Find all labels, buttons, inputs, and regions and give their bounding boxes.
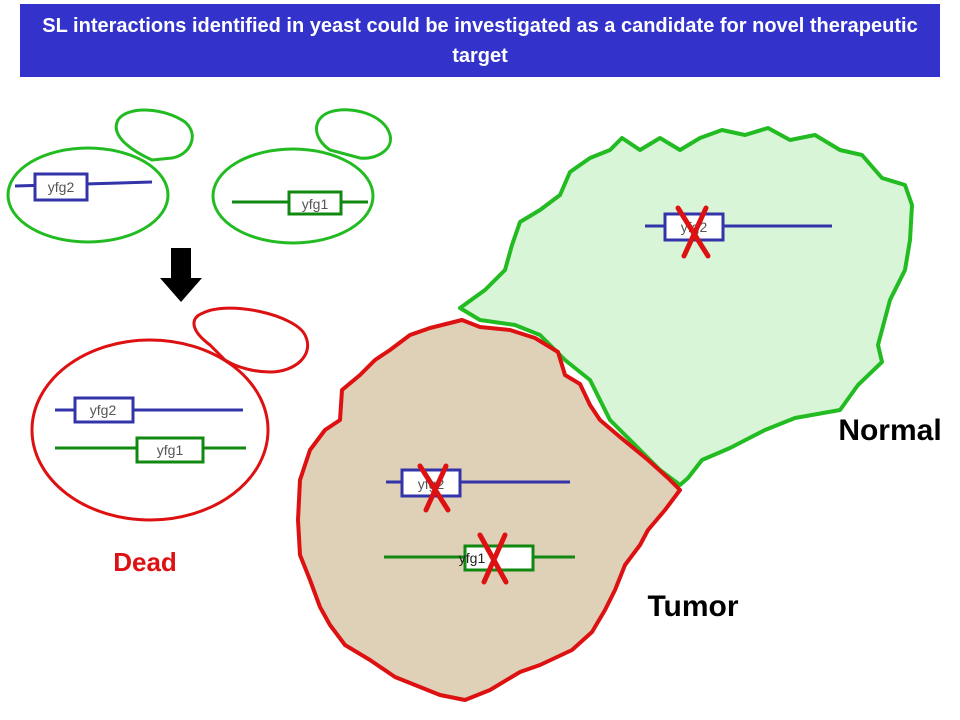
x-cross-icon	[675, 205, 711, 259]
yeast-bud	[315, 108, 392, 160]
yeast1-yfg2-box	[33, 172, 89, 202]
yeast-cell-yfg2: yfg2	[6, 108, 194, 244]
yeast-bud	[114, 108, 194, 162]
yeast2-yfg1-label: yfg1	[302, 196, 329, 212]
yeast2-yfg1-box	[287, 190, 343, 216]
tumor-yfg1-label: yfg1	[459, 550, 486, 566]
tumor-cell-body	[296, 318, 682, 702]
yeast1-yfg2-label: yfg2	[48, 179, 75, 195]
yeast3-yfg1-box	[135, 436, 205, 464]
yeast3-yfg1-label: yfg1	[157, 442, 184, 458]
yeast-bud	[192, 306, 309, 374]
yeast-cell-double-mutant: yfg2 yfg1	[30, 306, 309, 522]
yeast-mother-cell	[30, 338, 270, 522]
x-cross-icon	[417, 463, 451, 513]
yeast-cell-yfg1: yfg1	[211, 108, 392, 245]
yeast3-yfg2-label: yfg2	[90, 402, 117, 418]
tumor-label: Tumor	[647, 590, 738, 623]
yeast3-yfg2-box	[73, 396, 135, 424]
normal-label: Normal	[838, 414, 941, 447]
down-arrow-icon	[160, 248, 202, 302]
dead-label: Dead	[113, 547, 177, 577]
tumor-cell: yfg2 yfg1	[296, 318, 682, 702]
title-banner: SL interactions identified in yeast coul…	[20, 4, 940, 77]
slide-title: SL interactions identified in yeast coul…	[42, 14, 918, 67]
x-cross-icon	[477, 532, 509, 585]
